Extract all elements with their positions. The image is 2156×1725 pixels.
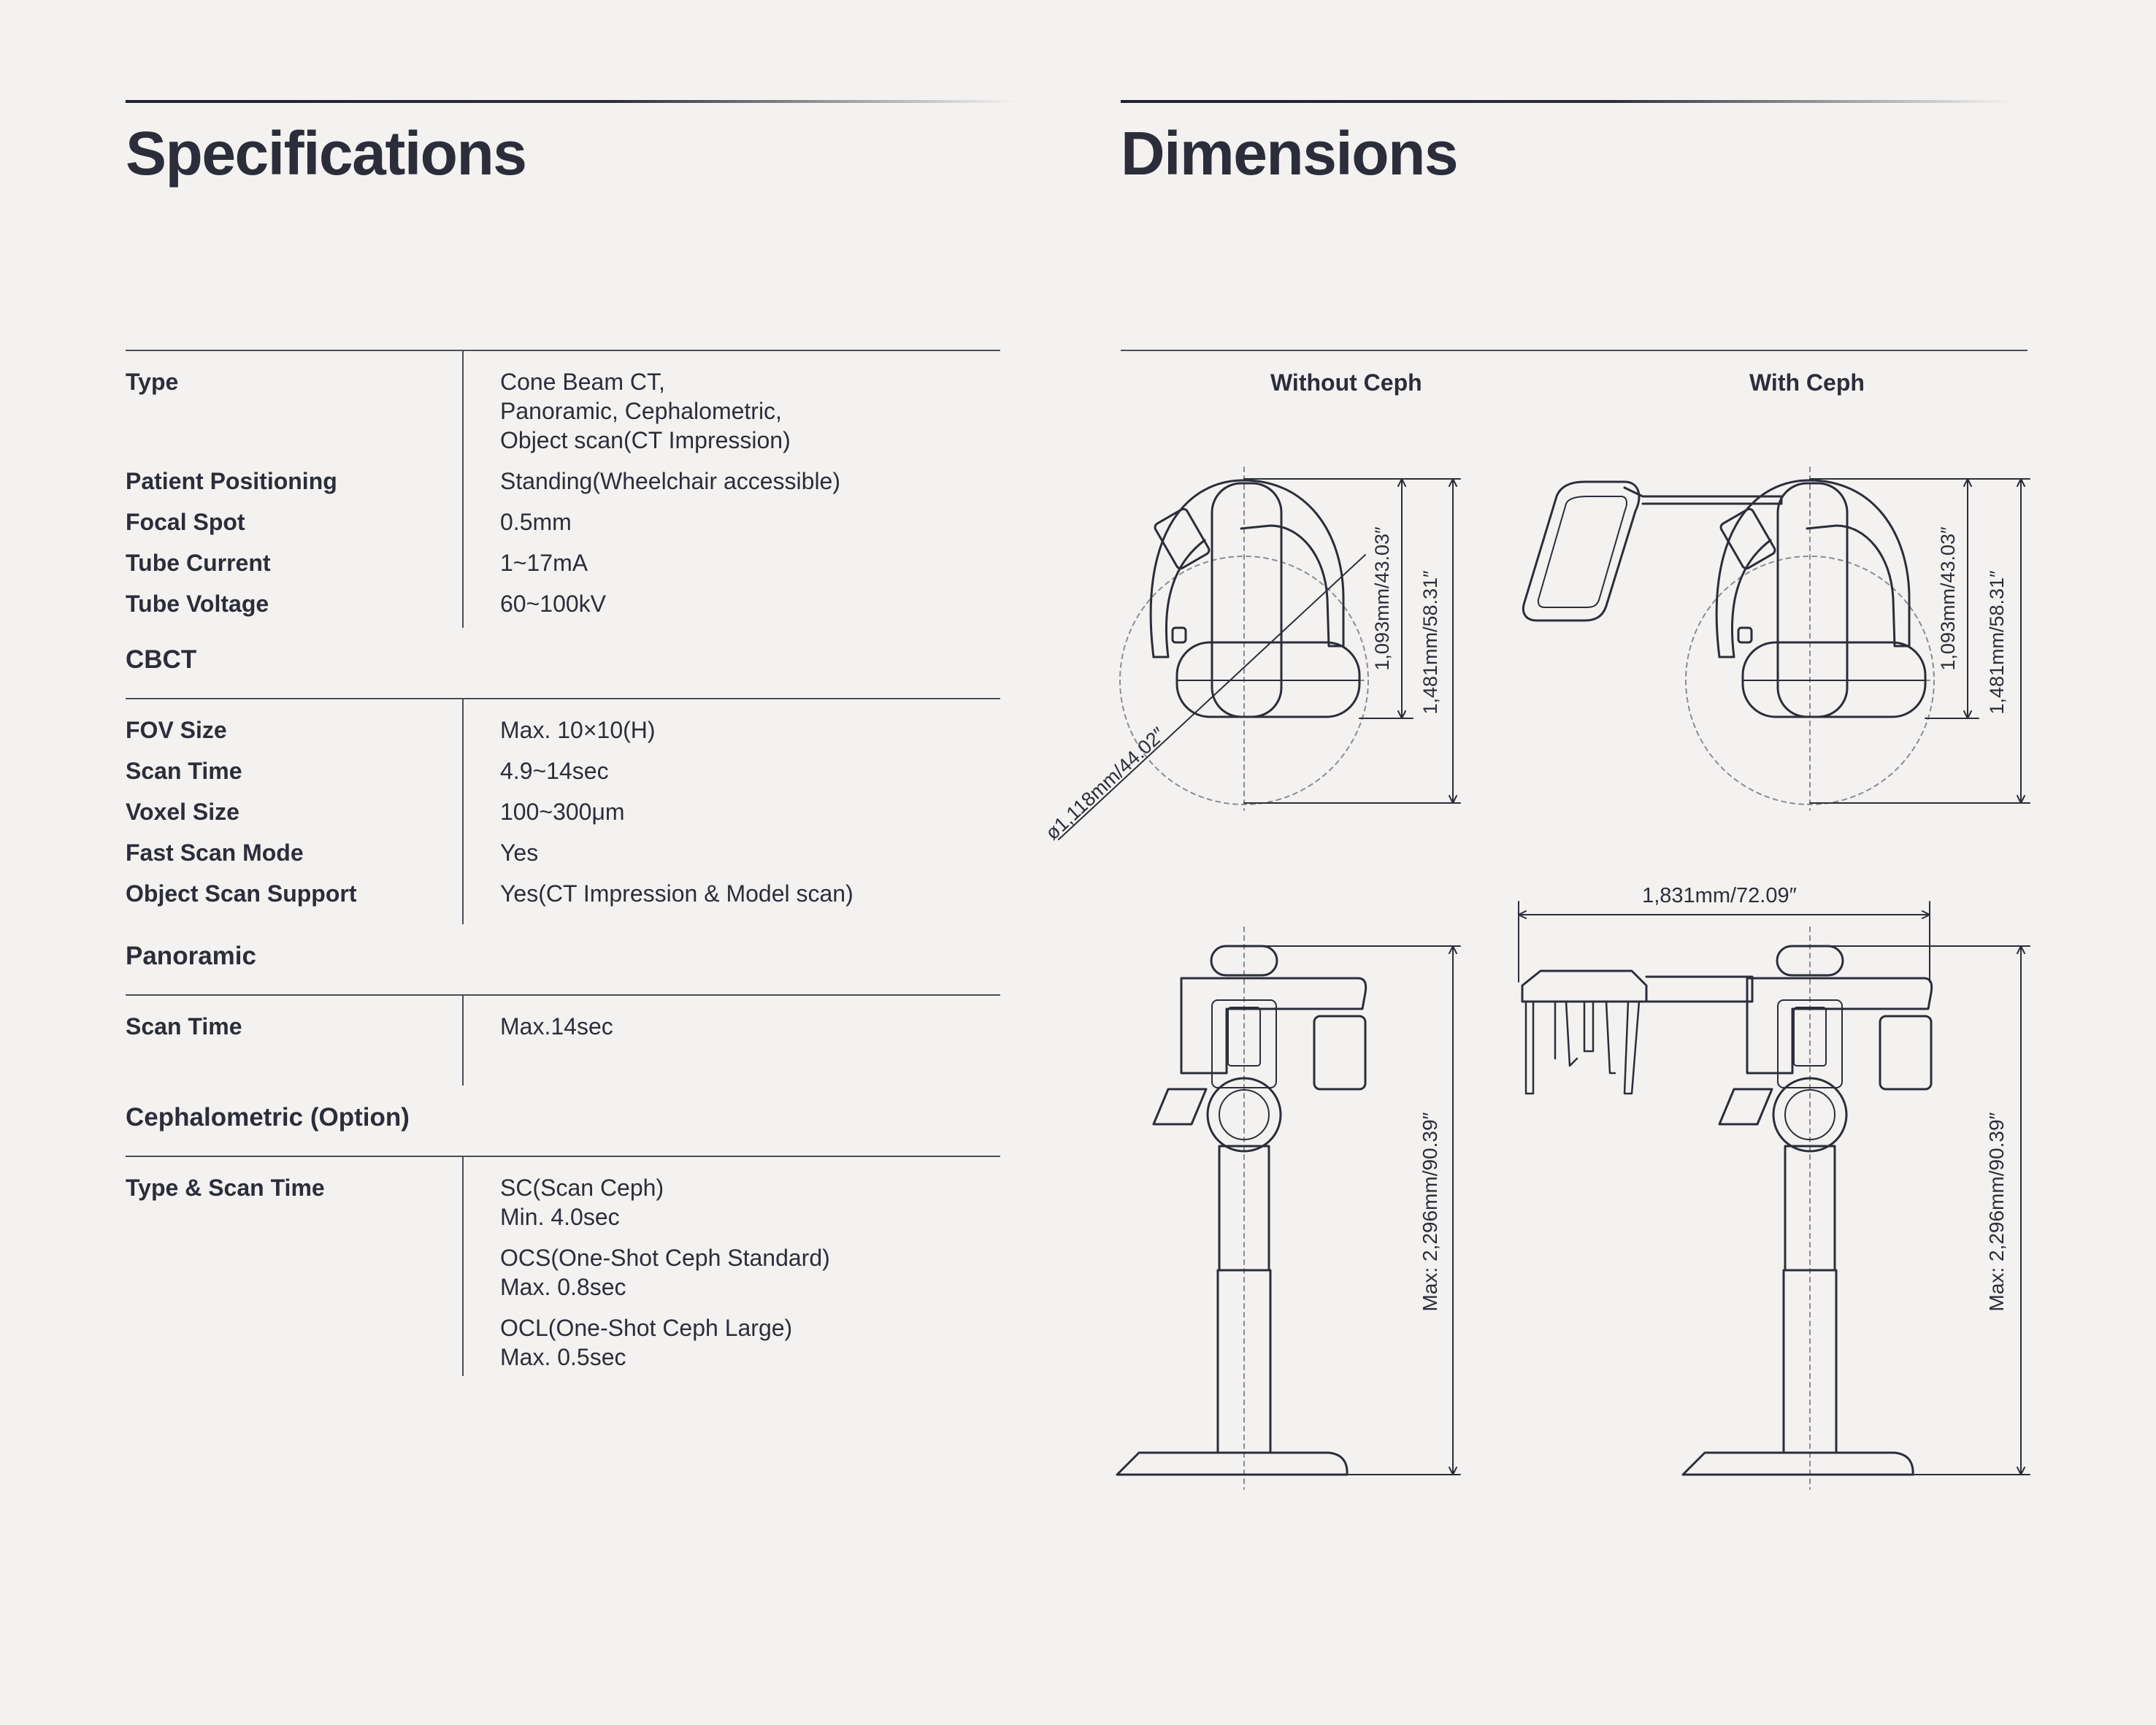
specifications-table: Type Cone Beam CT, Panoramic, Cephalomet…: [126, 350, 1000, 1376]
spec-label: Scan Time: [126, 1013, 242, 1040]
spec-label: FOV Size: [126, 717, 227, 743]
spec-label: Tube Voltage: [126, 591, 269, 617]
diameter-label: ø1,118mm/44.02″: [1041, 723, 1170, 844]
top-view-with-ceph: [1522, 466, 2030, 811]
without-ceph-heading: Without Ceph: [1270, 369, 1422, 396]
spec-label: Type: [126, 369, 179, 395]
ceph-mode-name: OCS(One-Shot Ceph Standard): [500, 1245, 830, 1271]
depth-short-label-2: 1,093mm/43.03″: [1937, 526, 1959, 671]
spec-value: SC(Scan Ceph) Min. 4.0sec OCS(One-Shot C…: [500, 1173, 1000, 1372]
spec-value: Cone Beam CT, Panoramic, Cephalometric, …: [500, 367, 1000, 455]
height-label-1: Max: 2,296mm/90.39″: [1419, 1112, 1441, 1311]
general-spec-group: Type Cone Beam CT, Panoramic, Cephalomet…: [126, 350, 1000, 628]
depth-long-label-1: 1,481mm/58.31″: [1419, 570, 1441, 715]
ceph-heading: Cephalometric (Option): [126, 1103, 410, 1132]
spec-row-type: Type Cone Beam CT, Panoramic, Cephalomet…: [126, 367, 1000, 455]
spec-value-line: Object scan(CT Impression): [500, 427, 791, 453]
panoramic-heading: Panoramic: [126, 942, 256, 970]
ceph-mode-time: Max. 0.8sec: [500, 1274, 626, 1300]
dimensions-rule: [1121, 350, 2028, 351]
depth-short-label-1: 1,093mm/43.03″: [1371, 526, 1393, 671]
spec-row-fov-size: FOV Size Max. 10×10(H): [126, 715, 1000, 745]
depth-long-label-2: 1,481mm/58.31″: [1986, 570, 2008, 715]
specifications-top-rule: [126, 100, 1016, 103]
ceph-mode-time: Max. 0.5sec: [500, 1344, 626, 1370]
side-view-without-ceph: [1116, 926, 1461, 1490]
spec-label: Voxel Size: [126, 799, 239, 825]
height-label-2: Max: 2,296mm/90.39″: [1985, 1112, 2008, 1311]
spec-value-line: Cone Beam CT,: [500, 369, 665, 395]
spec-value: Yes(CT Impression & Model scan): [500, 880, 853, 907]
with-ceph-heading: With Ceph: [1749, 369, 1865, 396]
spec-row-object-scan-support: Object Scan Support Yes(CT Impression & …: [126, 879, 1000, 908]
spec-row-type-scan-time: Type & Scan Time SC(Scan Ceph) Min. 4.0s…: [126, 1173, 1000, 1372]
ceph-mode-time: Min. 4.0sec: [500, 1204, 620, 1230]
panoramic-spec-group: Scan Time Max.14sec: [126, 994, 1000, 1086]
spec-value-line: Panoramic, Cephalometric,: [500, 398, 782, 424]
spec-value: 60~100kV: [500, 591, 607, 617]
spec-value: 4.9~14sec: [500, 758, 609, 784]
ceph-spec-group: Type & Scan Time SC(Scan Ceph) Min. 4.0s…: [126, 1156, 1000, 1376]
spec-label: Fast Scan Mode: [126, 840, 304, 866]
spec-label: Scan Time: [126, 758, 242, 784]
cbct-heading: CBCT: [126, 645, 197, 674]
spec-row-tube-voltage: Tube Voltage 60~100kV: [126, 589, 1000, 618]
spec-value: 0.5mm: [500, 509, 572, 535]
spec-value: Standing(Wheelchair accessible): [500, 468, 840, 494]
cbct-spec-group: FOV Size Max. 10×10(H) Scan Time 4.9~14s…: [126, 698, 1000, 924]
spec-row-pano-scan-time: Scan Time Max.14sec: [126, 1012, 1000, 1041]
spec-row-voxel-size: Voxel Size 100~300μm: [126, 797, 1000, 826]
ceph-mode-name: OCL(One-Shot Ceph Large): [500, 1315, 793, 1341]
top-view-without-ceph: [1058, 466, 1461, 840]
spec-label: Tube Current: [126, 550, 271, 576]
spec-label: Focal Spot: [126, 509, 245, 535]
spec-row-fast-scan-mode: Fast Scan Mode Yes: [126, 838, 1000, 867]
ceph-mode-name: SC(Scan Ceph): [500, 1175, 664, 1201]
spec-value: Max. 10×10(H): [500, 717, 656, 743]
dimensions-top-rule: [1121, 100, 2011, 103]
spec-row-tube-current: Tube Current 1~17mA: [126, 548, 1000, 577]
spec-label: Patient Positioning: [126, 468, 337, 494]
spec-value: 1~17mA: [500, 550, 588, 576]
spec-row-patient-positioning: Patient Positioning Standing(Wheelchair …: [126, 466, 1000, 496]
dimensions-title: Dimensions: [1121, 119, 1459, 188]
spec-label: Type & Scan Time: [126, 1175, 325, 1201]
spec-row-focal-spot: Focal Spot 0.5mm: [126, 507, 1000, 537]
spec-value: 100~300μm: [500, 799, 625, 825]
side-view-with-ceph: [1518, 901, 2030, 1490]
spec-value: Max.14sec: [500, 1013, 613, 1040]
spec-value: Yes: [500, 840, 539, 866]
specifications-title: Specifications: [126, 119, 527, 188]
spec-label: Object Scan Support: [126, 880, 357, 907]
width-label: 1,831mm/72.09″: [1642, 884, 1797, 907]
spec-row-scan-time: Scan Time 4.9~14sec: [126, 756, 1000, 785]
